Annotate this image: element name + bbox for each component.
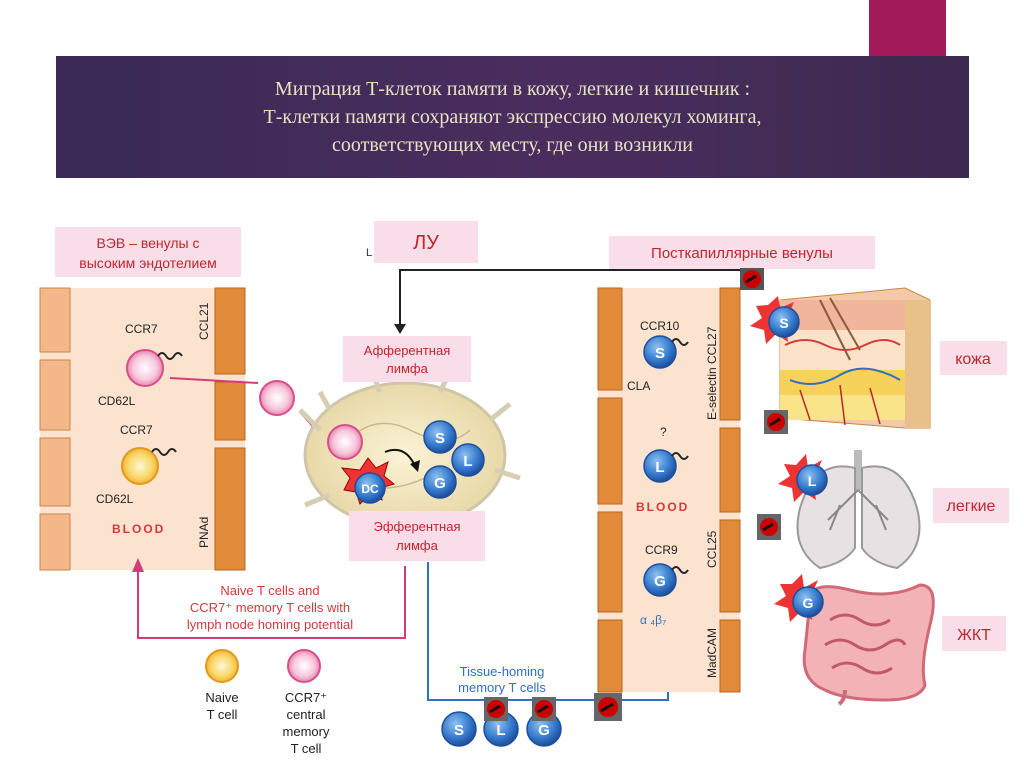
ccr9-label: CCR9: [645, 543, 678, 557]
cd62l-bottom-label: CD62L: [96, 492, 134, 506]
title-band: Миграция Т-клеток памяти в кожу, легкие …: [56, 56, 969, 178]
naive-t-cell: [121, 447, 177, 485]
l-letter: L: [366, 247, 372, 259]
marker-icon-3: [757, 514, 781, 540]
ccr10-label: CCR10: [640, 319, 680, 333]
pnad-label: PNAd: [197, 517, 211, 548]
skin-illustration: [779, 287, 931, 429]
hev-vessel: [39, 287, 246, 571]
hev-label-box: [55, 227, 241, 277]
blood-right-label: BLOOD: [636, 500, 689, 514]
activation-arrow: [384, 448, 416, 467]
bottom-cell-s: [441, 711, 477, 747]
gut-cell-g: [774, 574, 824, 622]
tissue-homing-line2: memory T cells: [458, 680, 546, 695]
efferent-label-box: [349, 511, 485, 561]
lung-cell-l-label: L: [808, 473, 817, 489]
gut-illustration: [802, 583, 935, 706]
alpha4beta7-label: α ₄β₇: [640, 613, 666, 627]
title-line-3: соответствующих месту, где они возникли: [331, 134, 694, 156]
marker-icon-1: [740, 268, 764, 290]
naive-text-line2: CCR7⁺ memory T cells with: [190, 600, 350, 615]
afferent-label-line1: Афферентная: [364, 343, 450, 358]
ccr7-bottom-label: CCR7: [120, 423, 153, 437]
skin-cell-s-label: S: [779, 315, 788, 331]
ccl25-label: CCL25: [705, 530, 719, 568]
gut-cell-g-label: G: [803, 595, 814, 611]
legend-mem-line1: CCR7⁺: [285, 690, 327, 705]
marker-icon-6: [594, 693, 622, 721]
marker-icon-4: [484, 697, 508, 721]
node-cell-l: [451, 443, 485, 477]
legend-naive-line1: Naive: [205, 690, 238, 705]
blood-left-label: BLOOD: [112, 522, 165, 536]
efferent-label-line1: Эфферентная: [373, 519, 460, 534]
title-line-1: Миграция Т-клеток памяти в кожу, легкие …: [274, 78, 751, 100]
activation-arrowhead: [410, 460, 420, 472]
postcapillary-label: Посткапиллярные венулы: [651, 245, 833, 262]
lungs-label: легкие: [947, 498, 996, 515]
marker-icon-2: [764, 410, 788, 434]
cd62l-top-label: CD62L: [98, 394, 136, 408]
bottom-cell-g-label: G: [538, 722, 550, 739]
node-cell-g-label: G: [434, 475, 446, 492]
dc-label: DC: [361, 482, 379, 496]
efferent-label-line2: лимфа: [396, 538, 438, 553]
postcapillary-label-box: [609, 236, 875, 269]
return-path: [137, 566, 406, 639]
vessel-cell-g-label: G: [654, 573, 666, 590]
lymph-node-label-box: [374, 221, 478, 263]
node-cell-l-label: L: [463, 453, 472, 470]
node-memory-cell: [327, 424, 363, 460]
lymph-node-label: ЛУ: [413, 232, 439, 254]
memory-t-cell-top: [126, 349, 183, 387]
title-line-2: Т-клетки памяти сохраняют экспрессию мол…: [263, 106, 762, 128]
vessel-cell-l: [643, 449, 689, 483]
eselectin-label: E-selectin CCL27: [705, 326, 719, 420]
legend-mem-line3: memory: [283, 724, 330, 739]
lungs-label-box: [933, 488, 1009, 523]
hev-label-line2: высоким эндотелием: [79, 255, 216, 271]
bottom-cell-l-label: L: [496, 722, 505, 739]
tissue-homing-line1: Tissue-homing: [460, 664, 545, 679]
node-cell-s: [423, 420, 457, 454]
ccl21-label: CCL21: [197, 302, 211, 340]
skin-label-box: [940, 341, 1007, 375]
legend-memory-cell: [287, 649, 321, 683]
vessel-cell-g: [643, 563, 689, 597]
marker-icon-5: [532, 697, 556, 721]
naive-text-line1: Naive T cells and: [220, 583, 319, 598]
madcam-label: MadCAM: [705, 628, 719, 678]
skin-cell-s: [750, 296, 800, 344]
afferent-label-box: [343, 336, 471, 382]
vessel-cell-s: [643, 335, 689, 369]
node-cell-g: [423, 465, 457, 499]
dendritic-cell: [340, 457, 396, 505]
vessel-cell-l-label: L: [655, 459, 664, 476]
legend-mem-line4: T cell: [291, 741, 322, 756]
gut-label: ЖКТ: [957, 627, 991, 644]
node-cell-s-label: S: [435, 430, 445, 447]
skin-label: кожа: [955, 351, 991, 368]
afferent-arrowhead: [394, 324, 406, 334]
lungs-illustration: [796, 450, 921, 570]
legend-naive-line2: T cell: [207, 707, 238, 722]
vessel-cell-s-label: S: [655, 345, 665, 362]
cla-label: CLA: [627, 379, 650, 393]
legend-naive-cell: [205, 649, 239, 683]
hev-label-line1: ВЭВ – венулы с: [97, 235, 200, 251]
gut-label-box: [942, 616, 1006, 651]
naive-text-line3: lymph node homing potential: [187, 617, 353, 632]
legend-mem-line2: central: [286, 707, 325, 722]
return-arrowhead: [132, 558, 144, 572]
question-label: ?: [660, 425, 667, 439]
hev-exit-arrow: [169, 377, 259, 384]
lung-cell-l: [778, 454, 828, 502]
ccr7-top-label: CCR7: [125, 322, 158, 336]
afferent-label-line2: лимфа: [386, 361, 428, 376]
migrating-memory-cell: [259, 380, 295, 416]
bottom-cell-s-label: S: [454, 722, 464, 739]
